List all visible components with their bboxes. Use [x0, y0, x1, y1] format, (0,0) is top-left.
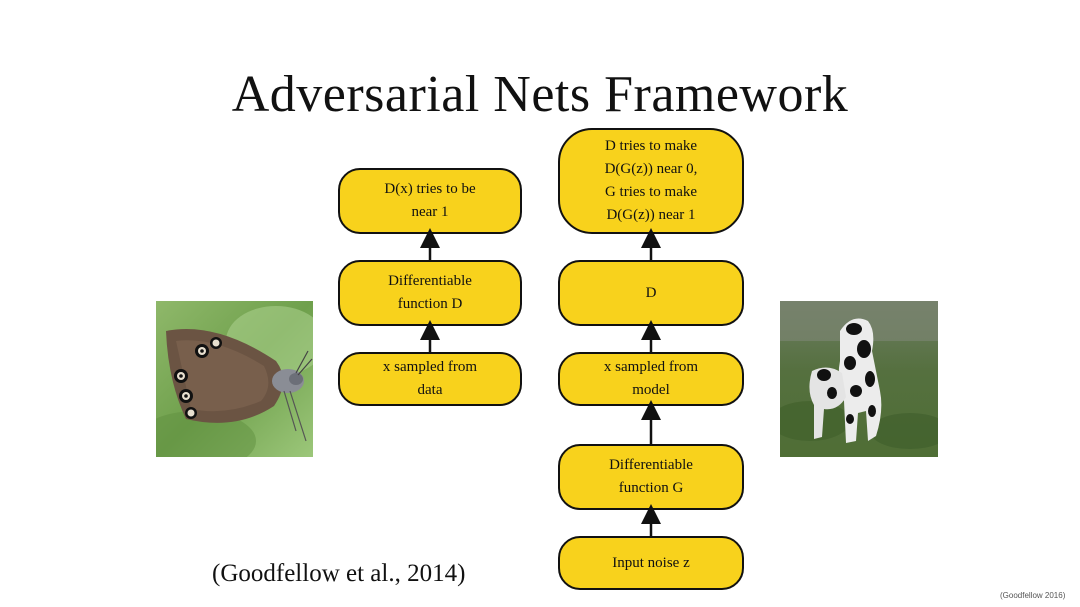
slide-credit: (Goodfellow 2016) [1000, 591, 1066, 600]
generated-dog-photo [780, 301, 938, 457]
node-minimax-goal-label: D tries to make D(G(z)) near 0, G tries … [604, 138, 698, 223]
node-dx-near-1: D(x) tries to be near 1 [338, 168, 522, 234]
node-x-sampled-from-data: x sampled from data [338, 352, 522, 406]
node-dx-near-1-label: D(x) tries to be near 1 [384, 181, 476, 220]
node-differentiable-function-d-label: Differentiable function D [388, 273, 472, 312]
node-differentiable-function-d: Differentiable function D [338, 260, 522, 326]
citation: (Goodfellow et al., 2014) [212, 560, 466, 587]
node-minimax-goal: D tries to make D(G(z)) near 0, G tries … [558, 128, 744, 234]
node-x-sampled-from-model-label: x sampled from model [603, 359, 699, 398]
slide-title: Adversarial Nets Framework [231, 66, 849, 123]
node-input-noise-z: Input noise z [558, 536, 744, 590]
node-differentiable-function-g-label: Differentiable function G [609, 457, 693, 496]
butterfly-photo [156, 301, 313, 457]
node-input-noise-z-label: Input noise z [612, 554, 690, 571]
node-d: D [558, 260, 744, 326]
node-x-sampled-from-data-label: x sampled from data [382, 359, 478, 398]
node-d-label: D [645, 284, 657, 301]
